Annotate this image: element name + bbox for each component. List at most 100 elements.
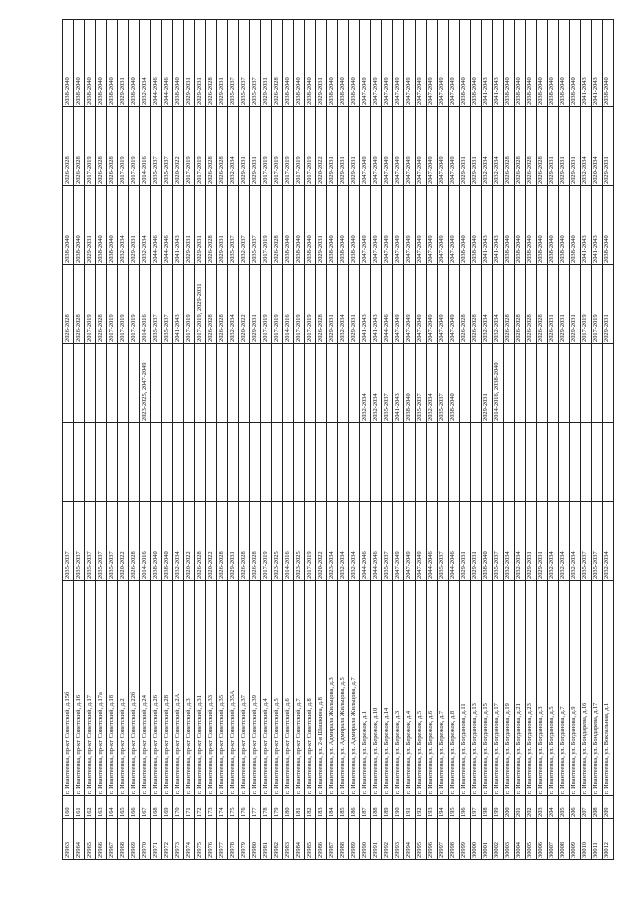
table-cell: [525, 422, 537, 502]
table-cell: 200: [503, 795, 515, 819]
table-cell: [503, 343, 515, 423]
table-cell: г. Ивантеевка, пр-кт Советский, д.24: [139, 580, 151, 796]
table-cell: 29987: [326, 818, 338, 860]
table-cell: 2032-2034: [558, 501, 570, 581]
table-cell: 2029-2031: [459, 106, 471, 186]
table-cell: 2047-2049: [437, 106, 449, 186]
table-cell: 2038-2040: [569, 185, 581, 265]
table-cell: [172, 343, 184, 423]
table-cell: 2029-2031: [569, 106, 581, 186]
table-cell: [315, 343, 327, 423]
table-cell: 168: [150, 795, 162, 819]
table-cell: г. Ивантеевка, пр-кт Советский, д.35: [216, 580, 228, 796]
table-cell: 29992: [381, 818, 393, 860]
table-cell: [403, 422, 415, 502]
table-cell: [602, 422, 614, 502]
table-cell: [282, 343, 294, 423]
table-cell: 29989: [348, 818, 360, 860]
table-cell: 2047-2049: [415, 501, 427, 581]
table-cell: [580, 343, 592, 423]
table-cell: [128, 343, 140, 423]
table-cell: 2026-2028: [271, 19, 283, 107]
table-cell: 178: [260, 795, 272, 819]
table-cell: г. Ивантеевка, ул. Бережок, д.7: [437, 580, 449, 796]
table-cell: [161, 343, 173, 423]
table-cell: 2032-2037: [238, 185, 250, 265]
table-cell: 2044-2046: [370, 501, 382, 581]
table-cell: 2026-2028: [194, 501, 206, 581]
table-cell: 2032-2034: [602, 501, 614, 581]
table-cell: 2047-2049: [426, 19, 438, 107]
table-cell: 2029-2031: [326, 264, 338, 344]
table-cell: г. Ивантеевка, пр-кт Советский, д.35А: [227, 580, 239, 796]
table-cell: 2038-2040: [304, 185, 316, 265]
table-cell: 2032-2034: [426, 343, 438, 423]
table-cell: [128, 422, 140, 502]
table-cell: [392, 422, 404, 502]
table-cell: 2026-2031: [547, 264, 559, 344]
table-cell: 206: [569, 795, 581, 819]
table-cell: 2029-2031: [470, 106, 482, 186]
table-cell: 201: [514, 795, 526, 819]
table-cell: 2026-2028: [205, 106, 217, 186]
table-cell: 29968: [117, 818, 129, 860]
table-cell: 2026-2028: [459, 264, 471, 344]
table-cell: г. Ивантеевка, ул. Бережок, д.14: [381, 580, 393, 796]
table-cell: 2017-2019: [194, 106, 206, 186]
table-cell: 166: [128, 795, 140, 819]
table-cell: 2029-2031: [569, 264, 581, 344]
table-cell: г. Ивантеевка, пр-кт Советский, д.4: [260, 580, 272, 796]
table-cell: 2029-2031: [315, 185, 327, 265]
table-cell: г. Ивантеевка, пр-кт Советский, д.31: [194, 580, 206, 796]
table-cell: 2038-2040: [150, 501, 162, 581]
table-cell: 2026-2028: [216, 106, 228, 186]
table-cell: 2017-2019: [304, 501, 316, 581]
table-cell: 2020-2022: [183, 501, 195, 581]
table-cell: г. Ивантеевка, ул. Бережок, д.6: [426, 580, 438, 796]
table-cell: 2038-2040: [536, 185, 548, 265]
table-cell: 175: [227, 795, 239, 819]
table-cell: 2032-2034: [492, 264, 504, 344]
table-cell: 2047-2049: [426, 185, 438, 265]
table-cell: 2032-2034: [139, 19, 151, 107]
table-cell: [238, 422, 250, 502]
table-cell: [370, 422, 382, 502]
table-cell: 2041-2043: [591, 185, 603, 265]
table-cell: 29975: [194, 818, 206, 860]
table-cell: 2029-2031: [547, 106, 559, 186]
table-cell: 2041-2043: [370, 264, 382, 344]
table-cell: [84, 343, 96, 423]
table-cell: 29974: [183, 818, 195, 860]
table-cell: 2038-2040: [106, 19, 118, 107]
table-cell: 29977: [216, 818, 228, 860]
table-cell: 2026-2028: [205, 185, 217, 265]
table-cell: 207: [580, 795, 592, 819]
table-cell: 2035-2037: [84, 501, 96, 581]
table-cell: [117, 422, 129, 502]
table-cell: 2038-2040: [481, 501, 493, 581]
table-cell: 2017-2019: [183, 106, 195, 186]
table-cell: 2038-2040: [348, 19, 360, 107]
table-cell: 2017-2019: [591, 264, 603, 344]
table-cell: 2038-2040: [282, 19, 294, 107]
table-cell: г. Ивантеевка, пр-кт Советский, д.37: [238, 580, 250, 796]
table-cell: г. Ивантеевка, ул. Адмирала Жильцова, д.…: [348, 580, 360, 796]
table-cell: 161: [73, 795, 85, 819]
table-cell: [337, 343, 349, 423]
table-cell: 29971: [150, 818, 162, 860]
table-cell: г. Ивантеевка, пр-кт Советский, д.7: [293, 580, 305, 796]
table-cell: 29985: [304, 818, 316, 860]
table-cell: 199: [492, 795, 504, 819]
table-cell: г. Ивантеевка, ул. Бондарева, д.16: [580, 580, 592, 796]
